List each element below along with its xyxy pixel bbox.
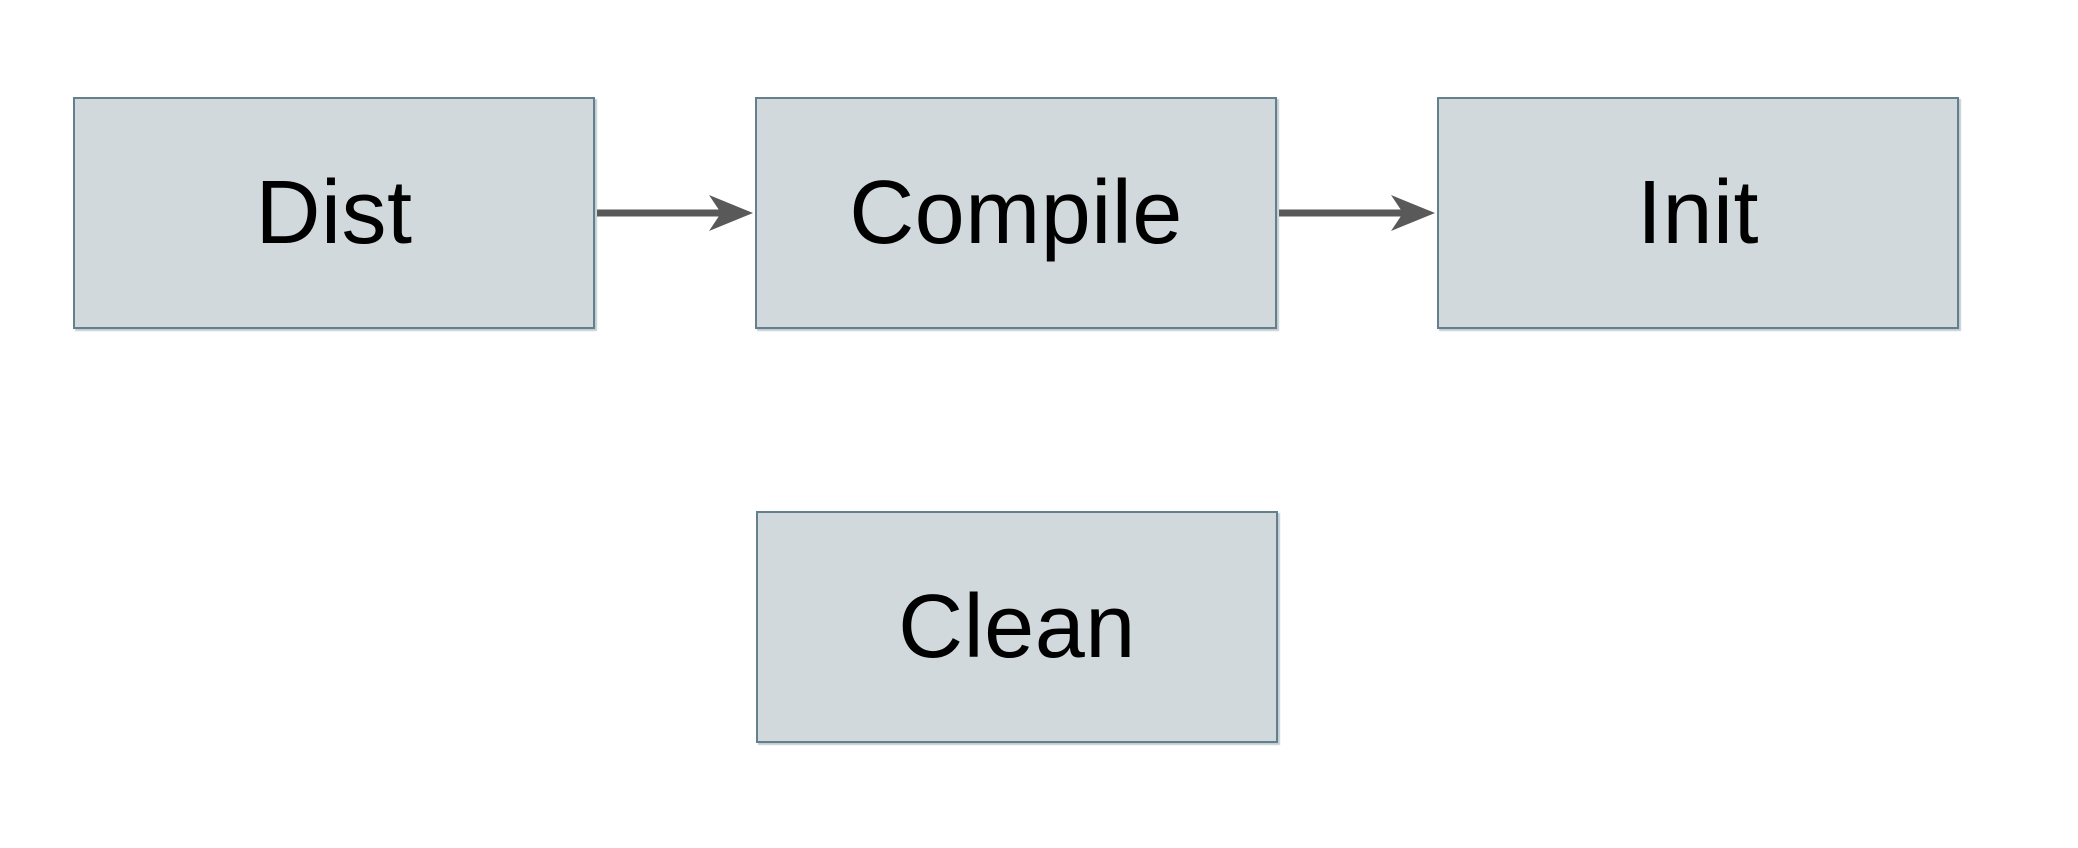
- node-clean[interactable]: Clean: [756, 511, 1278, 743]
- node-dist-label: Dist: [255, 163, 413, 263]
- node-compile-label: Compile: [849, 163, 1183, 263]
- node-init[interactable]: Init: [1437, 97, 1959, 329]
- arrow-dist-to-compile: [597, 195, 753, 231]
- node-clean-label: Clean: [898, 577, 1136, 677]
- node-compile[interactable]: Compile: [755, 97, 1277, 329]
- arrowhead-icon: [1391, 195, 1435, 231]
- node-init-label: Init: [1636, 163, 1760, 263]
- arrowhead-icon: [709, 195, 753, 231]
- arrow-compile-to-init: [1279, 195, 1435, 231]
- node-dist[interactable]: Dist: [73, 97, 595, 329]
